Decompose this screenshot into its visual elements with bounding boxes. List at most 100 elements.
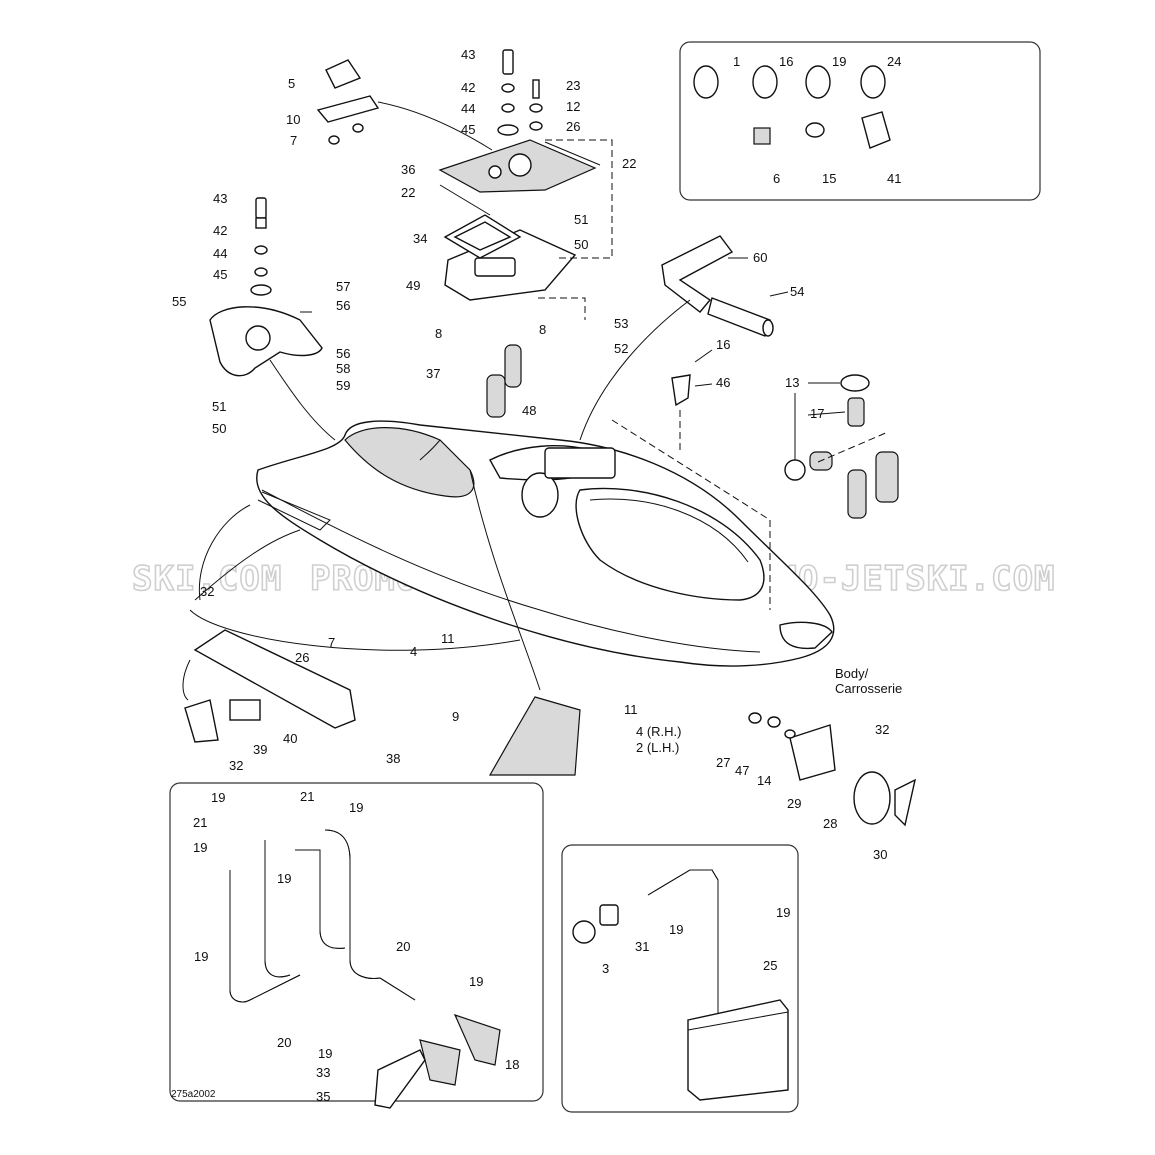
callout-labels: 1 16 19 24 6 15 41 43 42 44 45 23 12 26 … — [171, 47, 902, 1104]
bolt-stack-left — [250, 197, 272, 296]
callout-41: 41 — [887, 171, 901, 186]
callout-19-b: 19 — [349, 800, 363, 815]
bellows-48 — [486, 344, 522, 418]
callout-15: 15 — [822, 171, 836, 186]
callout-36: 36 — [401, 162, 415, 177]
callout-28: 28 — [823, 816, 837, 831]
callout-51-left: 51 — [212, 399, 226, 414]
figure-code: 275a2002 — [171, 1089, 216, 1100]
top-plate-assembly — [438, 139, 601, 301]
callout-45-left: 45 — [213, 267, 227, 282]
callout-11-right: 11 — [624, 702, 638, 717]
callout-24: 24 — [887, 54, 901, 69]
callout-19-f: 19 — [469, 974, 483, 989]
callout-29: 29 — [787, 796, 801, 811]
watermark-left: SKI.COM — [132, 559, 282, 599]
callout-19-d: 19 — [277, 871, 291, 886]
callout-44-top: 44 — [461, 101, 475, 116]
callout-17: 17 — [810, 406, 824, 421]
callout-57: 57 — [336, 279, 350, 294]
body-label-line2: Carrosserie — [835, 681, 902, 696]
callout-10: 10 — [286, 112, 300, 127]
drain-hoses — [229, 829, 501, 1109]
callout-1: 1 — [733, 54, 740, 69]
callout-22-right: 22 — [622, 156, 636, 171]
callout-60: 60 — [753, 250, 767, 265]
callout-59: 59 — [336, 378, 350, 393]
callout-23: 23 — [566, 78, 580, 93]
callout-50-left: 50 — [212, 421, 226, 436]
callout-37: 37 — [426, 366, 440, 381]
battery-vent — [572, 869, 789, 1101]
callout-46: 46 — [716, 375, 730, 390]
callout-4: 4 — [410, 644, 417, 659]
callout-33: 33 — [316, 1065, 330, 1080]
leader-lines — [182, 101, 889, 701]
grab-handle-55 — [209, 306, 323, 377]
callout-44-left: 44 — [213, 246, 227, 261]
callout-7-mid: 7 — [328, 635, 335, 650]
handlebar-assembly — [661, 235, 774, 337]
callout-30: 30 — [873, 847, 887, 862]
callout-56-top: 56 — [336, 298, 350, 313]
intake-grate-9 — [488, 696, 581, 776]
side-panel-38 — [184, 629, 356, 743]
callout-13: 13 — [785, 375, 799, 390]
callout-19-g: 19 — [318, 1046, 332, 1061]
callout-8-left: 8 — [435, 326, 442, 341]
callout-19-a: 19 — [211, 790, 225, 805]
callout-39: 39 — [253, 742, 267, 757]
fasteners-inset-frame — [679, 41, 1041, 201]
callout-47: 47 — [735, 763, 749, 778]
callout-48: 48 — [522, 403, 536, 418]
callout-21-b: 21 — [193, 815, 207, 830]
callout-32-bottom: 32 — [229, 758, 243, 773]
callout-19-c: 19 — [193, 840, 207, 855]
callout-22-left: 22 — [401, 185, 415, 200]
callout-27: 27 — [716, 755, 730, 770]
callout-26-mid: 26 — [295, 650, 309, 665]
callout-20-b: 20 — [277, 1035, 291, 1050]
callout-32-right: 32 — [875, 722, 889, 737]
callout-51-top: 51 — [574, 212, 588, 227]
callout-16-inset: 16 — [779, 54, 793, 69]
callout-18: 18 — [505, 1057, 519, 1072]
callout-19-h: 19 — [776, 905, 790, 920]
callout-38: 38 — [386, 751, 400, 766]
callout-25: 25 — [763, 958, 777, 973]
callout-5: 5 — [288, 76, 295, 91]
callout-54: 54 — [790, 284, 804, 299]
callout-19-inset: 19 — [832, 54, 846, 69]
hose-inset-frame — [169, 782, 544, 1102]
callout-20-a: 20 — [396, 939, 410, 954]
inset-clamps — [693, 65, 891, 149]
callout-50-top: 50 — [574, 237, 588, 252]
callout-43-left: 43 — [213, 191, 227, 206]
callout-35: 35 — [316, 1089, 330, 1104]
body-fastener-parts — [748, 712, 917, 827]
watercraft-hull — [189, 420, 835, 667]
callout-56-bottom: 56 — [336, 346, 350, 361]
callout-43-top: 43 — [461, 47, 475, 62]
callout-7-top: 7 — [290, 133, 297, 148]
label-right-hand: 4 (R.H.) — [636, 724, 682, 739]
callout-32-top: 32 — [200, 584, 214, 599]
callout-45-top: 45 — [461, 122, 475, 137]
callout-26-top: 26 — [566, 119, 580, 134]
callout-9: 9 — [452, 709, 459, 724]
pump-parts — [671, 374, 899, 519]
callout-42-top: 42 — [461, 80, 475, 95]
callout-34: 34 — [413, 231, 427, 246]
callout-42-left: 42 — [213, 223, 227, 238]
callout-58: 58 — [336, 361, 350, 376]
callout-52: 52 — [614, 341, 628, 356]
callout-19-i: 19 — [669, 922, 683, 937]
callout-31: 31 — [635, 939, 649, 954]
callout-8-right: 8 — [539, 322, 546, 337]
callout-49: 49 — [406, 278, 420, 293]
callout-53: 53 — [614, 316, 628, 331]
callout-55: 55 — [172, 294, 186, 309]
callout-19-e: 19 — [194, 949, 208, 964]
callout-14: 14 — [757, 773, 771, 788]
